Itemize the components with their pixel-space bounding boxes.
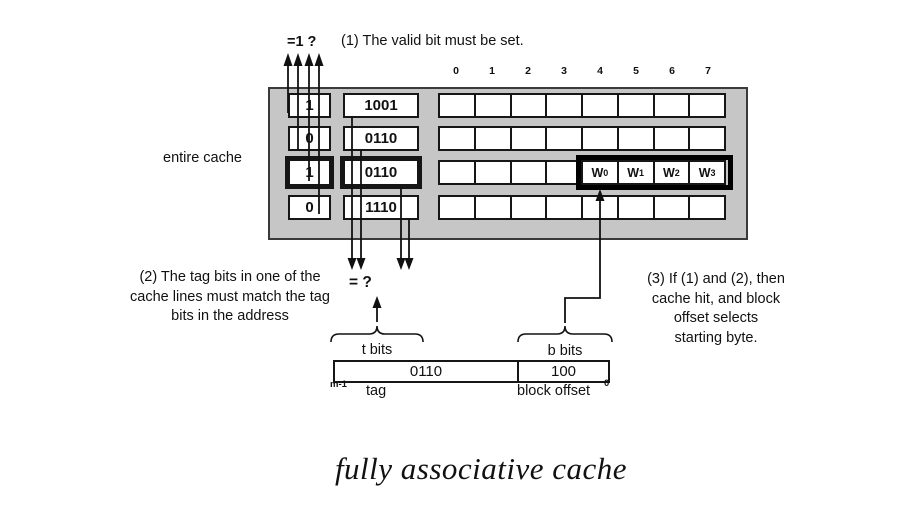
arrowhead-down-icon xyxy=(396,258,406,270)
cache-line-cells xyxy=(438,195,726,220)
arrowhead-up-icon xyxy=(283,53,293,66)
b-bits-brace xyxy=(517,325,613,343)
column-header: 5 xyxy=(633,65,639,77)
arrowhead-up-icon xyxy=(372,296,382,308)
address-lsb-label: 0 xyxy=(604,378,610,389)
data-cell xyxy=(690,95,724,116)
note-tag-match: (2) The tag bits in one of the cache lin… xyxy=(130,269,330,324)
data-cell xyxy=(583,95,619,116)
address-offset-value: 100 xyxy=(550,363,577,380)
data-cell xyxy=(440,128,476,149)
data-cell xyxy=(690,128,724,149)
valid-bit-box-highlighted: 1 xyxy=(285,156,334,189)
data-cell xyxy=(690,197,724,218)
t-bits-brace xyxy=(330,325,424,343)
matched-block-highlight-frame xyxy=(576,155,733,190)
valid-comparator-label: =1 ? xyxy=(287,34,317,50)
data-cell xyxy=(655,197,691,218)
column-header: 3 xyxy=(561,65,567,77)
column-header: 7 xyxy=(705,65,711,77)
arrowhead-down-icon xyxy=(356,258,366,270)
data-cell xyxy=(512,162,548,183)
data-cell xyxy=(583,128,619,149)
arrowhead-up-icon xyxy=(304,53,314,66)
address-field-divider xyxy=(517,362,519,381)
data-cell xyxy=(440,95,476,116)
data-cell xyxy=(583,197,619,218)
block-byte-column-headers: 0 1 2 3 4 5 6 7 xyxy=(438,65,726,79)
column-header: 2 xyxy=(525,65,531,77)
data-cell xyxy=(619,128,655,149)
data-cell xyxy=(619,95,655,116)
cache-line-cells xyxy=(438,93,726,118)
tag-box: 1110 xyxy=(343,195,419,220)
tag-box: 0110 xyxy=(343,126,419,151)
column-header: 6 xyxy=(669,65,675,77)
note-valid-bit: (1) The valid bit must be set. xyxy=(341,33,524,49)
data-cell xyxy=(655,128,691,149)
note-cache-hit: (3) If (1) and (2), then cache hit, and … xyxy=(647,271,785,346)
data-cell xyxy=(655,95,691,116)
arrowhead-up-icon xyxy=(293,53,303,66)
data-cell xyxy=(547,162,583,183)
b-bits-label: b bits xyxy=(547,343,583,359)
data-cell xyxy=(476,128,512,149)
arrowhead-down-icon xyxy=(404,258,414,270)
tag-box: 1001 xyxy=(343,93,419,118)
entire-cache-label: entire cache xyxy=(163,150,242,166)
data-cell xyxy=(440,197,476,218)
data-cell xyxy=(547,197,583,218)
valid-bit-box: 1 xyxy=(288,93,331,118)
data-cell xyxy=(547,95,583,116)
data-cell xyxy=(512,197,548,218)
arrowhead-up-icon xyxy=(314,53,324,66)
data-cell xyxy=(476,95,512,116)
data-cell xyxy=(476,162,512,183)
tag-box-highlighted: 0110 xyxy=(340,156,422,189)
data-cell xyxy=(619,197,655,218)
valid-bit-box: 0 xyxy=(288,126,331,151)
cache-line-cells xyxy=(438,126,726,151)
column-header: 1 xyxy=(489,65,495,77)
column-header: 0 xyxy=(453,65,459,77)
data-cell xyxy=(476,197,512,218)
tag-comparator-label: = ? xyxy=(349,274,372,291)
column-header: 4 xyxy=(597,65,603,77)
address-tag-value: 0110 xyxy=(409,363,443,380)
data-cell xyxy=(440,162,476,183)
address-offset-label: block offset xyxy=(517,383,591,399)
address-box: 0110 100 xyxy=(333,360,610,383)
address-msb-label: m-1 xyxy=(330,379,347,390)
valid-bit-box: 0 xyxy=(288,195,331,220)
t-bits-label: t bits xyxy=(361,342,393,358)
data-cell xyxy=(547,128,583,149)
address-tag-label: tag xyxy=(366,383,387,399)
data-cell xyxy=(512,95,548,116)
data-cell xyxy=(512,128,548,149)
figure-caption: fully associative cache xyxy=(334,451,628,486)
